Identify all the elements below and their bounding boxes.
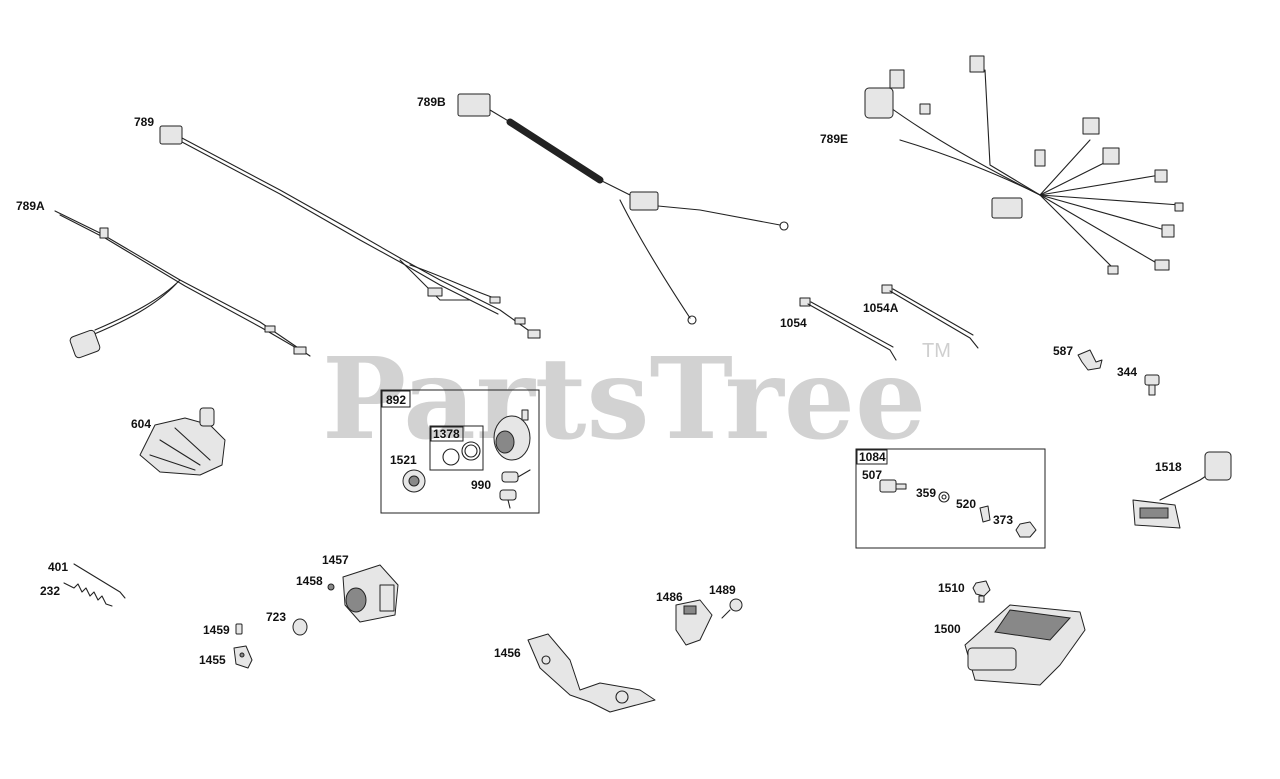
- part-723-bushing[interactable]: [292, 618, 308, 636]
- label-1378: 1378: [433, 427, 460, 441]
- label-520: 520: [956, 497, 976, 511]
- part-520-clip[interactable]: [979, 505, 991, 523]
- label-587: 587: [1053, 344, 1073, 358]
- label-1457: 1457: [322, 553, 349, 567]
- kit-892-label-box: [381, 390, 411, 408]
- label-604: 604: [131, 417, 151, 431]
- part-1521-bezel[interactable]: [402, 469, 426, 493]
- part-604-cover[interactable]: [139, 407, 226, 476]
- watermark-trademark: TM: [922, 340, 951, 362]
- part-373-nut[interactable]: [1015, 521, 1037, 538]
- part-587-clamp[interactable]: [1077, 349, 1103, 371]
- label-789E: 789E: [820, 132, 848, 146]
- part-1489-screw[interactable]: [721, 598, 743, 619]
- part-789-wiring-harness[interactable]: [159, 125, 541, 339]
- part-1054A-cable-tie[interactable]: [881, 284, 979, 349]
- part-232-spring[interactable]: [63, 582, 113, 607]
- part-1510-screw[interactable]: [972, 580, 991, 603]
- kit-892-box: [380, 389, 540, 514]
- label-1459: 1459: [203, 623, 230, 637]
- label-1521: 1521: [390, 453, 417, 467]
- label-789B: 789B: [417, 95, 446, 109]
- kit-1378-label-box: [430, 426, 464, 442]
- kit-1378-box: [429, 425, 484, 471]
- part-1518-display-module[interactable]: [1132, 451, 1232, 529]
- part-344-bolt[interactable]: [1144, 374, 1160, 396]
- label-789A: 789A: [16, 199, 45, 213]
- label-1486: 1486: [656, 590, 683, 604]
- label-344: 344: [1117, 365, 1137, 379]
- label-990: 990: [471, 478, 491, 492]
- part-1500-control-module[interactable]: [964, 604, 1086, 686]
- label-789: 789: [134, 115, 154, 129]
- part-1455-bracket[interactable]: [233, 645, 253, 669]
- part-507-connector[interactable]: [879, 479, 907, 493]
- label-359: 359: [916, 486, 936, 500]
- label-723: 723: [266, 610, 286, 624]
- label-1455: 1455: [199, 653, 226, 667]
- label-507: 507: [862, 468, 882, 482]
- label-1456: 1456: [494, 646, 521, 660]
- part-1486-sensor[interactable]: [675, 599, 713, 646]
- label-1489: 1489: [709, 583, 736, 597]
- part-401-rod[interactable]: [73, 563, 126, 599]
- part-1054-cable-tie[interactable]: [799, 297, 897, 361]
- label-1510: 1510: [938, 581, 965, 595]
- part-1459-pin[interactable]: [235, 623, 243, 635]
- label-1054: 1054: [780, 316, 807, 330]
- label-373: 373: [993, 513, 1013, 527]
- part-1457-motor[interactable]: [342, 564, 399, 623]
- label-232: 232: [40, 584, 60, 598]
- part-789B-wiring-harness[interactable]: [457, 93, 789, 325]
- label-1518: 1518: [1155, 460, 1182, 474]
- part-990-keys[interactable]: [499, 469, 531, 509]
- part-1378-nut-washer[interactable]: [442, 441, 481, 466]
- label-1084: 1084: [859, 450, 886, 464]
- watermark-text: PartsTree: [322, 334, 926, 465]
- part-359-washer[interactable]: [938, 491, 950, 503]
- part-789A-wiring-harness[interactable]: [54, 210, 311, 359]
- label-892: 892: [386, 393, 406, 407]
- part-789E-main-harness[interactable]: [864, 55, 1184, 275]
- part-1458-screw[interactable]: [327, 583, 335, 591]
- kit-1084-box: [855, 448, 1046, 549]
- part-892-ignition-switch[interactable]: [493, 409, 531, 461]
- label-1458: 1458: [296, 574, 323, 588]
- label-401: 401: [48, 560, 68, 574]
- kit-1084-label-box: [856, 449, 888, 465]
- label-1500: 1500: [934, 622, 961, 636]
- label-1054A: 1054A: [863, 301, 899, 315]
- part-1456-mounting-bracket[interactable]: [527, 633, 656, 713]
